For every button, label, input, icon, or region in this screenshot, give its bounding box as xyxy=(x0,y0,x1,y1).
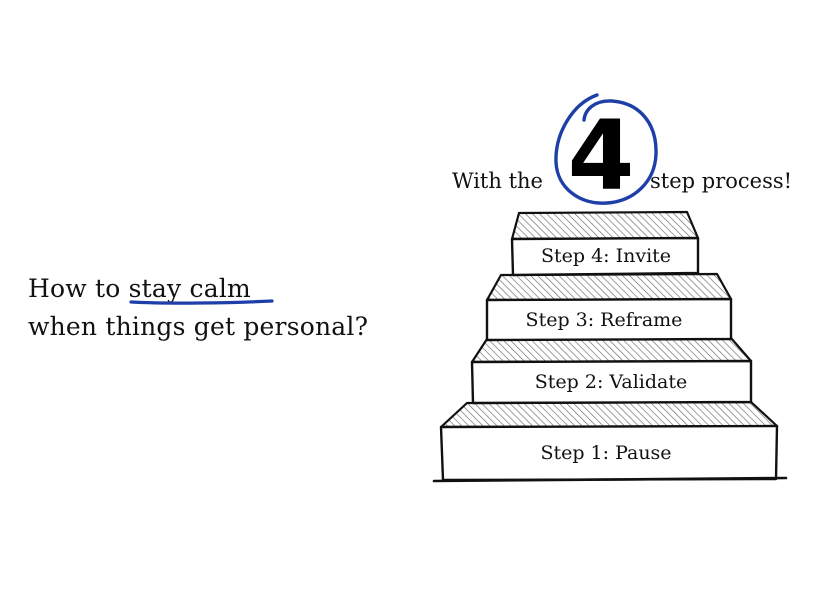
step-3-riser xyxy=(485,297,733,342)
step-4: Step 4: Invite xyxy=(510,210,700,277)
staircase: Step 1: Pause Step 2: Validate Step 3: R… xyxy=(432,210,788,483)
headline-before: With the xyxy=(452,169,543,193)
step-2-riser xyxy=(470,359,753,405)
headline-after: step process! xyxy=(650,169,792,193)
step-4-tread xyxy=(510,210,700,241)
step-3-tread xyxy=(485,272,733,302)
ground-line xyxy=(432,476,788,483)
emphasis-underline xyxy=(129,299,274,305)
question-block: How to stay calm when things get persona… xyxy=(28,274,368,341)
question-line-1-lead: How to xyxy=(28,274,129,303)
step-1: Step 1: Pause xyxy=(439,400,779,482)
step-label: Step 4: Invite xyxy=(541,245,671,267)
question-emphasis: stay calm xyxy=(129,274,251,303)
step-1-tread xyxy=(439,400,779,429)
headline-number: 4 xyxy=(568,100,635,212)
step-4-riser xyxy=(510,236,700,277)
step-3: Step 3: Reframe xyxy=(485,272,733,342)
step-2-tread xyxy=(470,336,753,364)
step-2: Step 2: Validate xyxy=(470,336,753,405)
headline-block: With the 4 step process! xyxy=(452,93,792,212)
step-label: Step 1: Pause xyxy=(540,442,671,464)
step-label: Step 2: Validate xyxy=(535,371,687,393)
question-line-2: when things get personal? xyxy=(28,312,368,341)
question-line-1: How to stay calm xyxy=(28,274,251,303)
number-circle xyxy=(554,93,658,205)
step-label: Step 3: Reframe xyxy=(526,309,683,331)
